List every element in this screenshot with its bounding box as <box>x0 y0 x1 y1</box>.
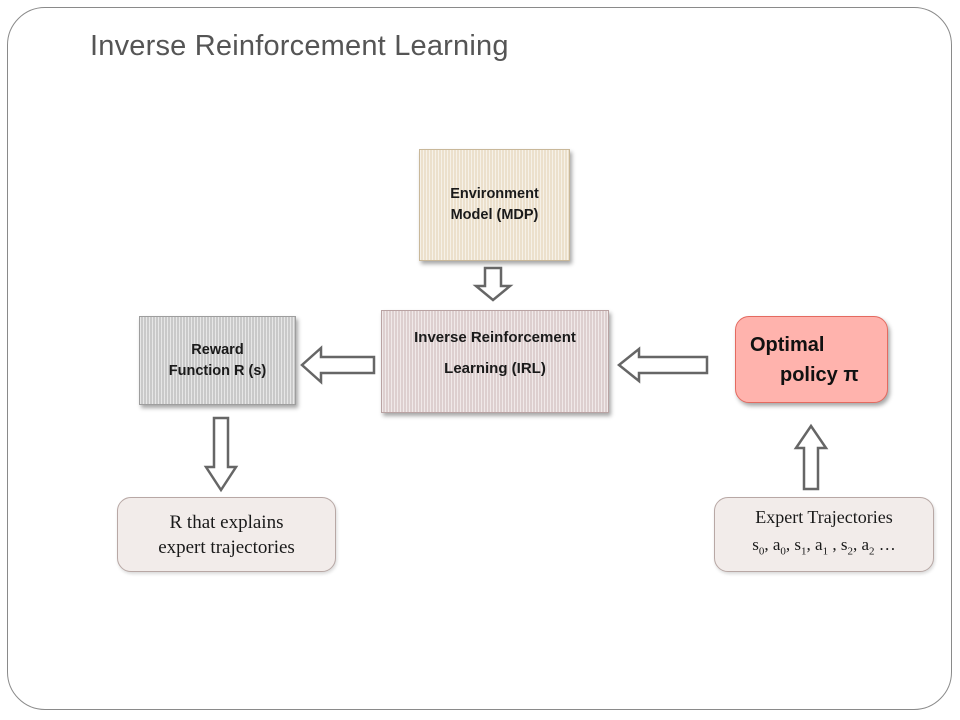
irl-line2: Learning (IRL) <box>444 359 546 377</box>
trajectory-term: a0 <box>772 535 786 558</box>
r-explains-line2: expert trajectories <box>158 536 295 558</box>
environment-line2: Model (MDP) <box>450 207 539 223</box>
optimal-policy-node: Optimal policy π <box>735 316 888 403</box>
reward-line2: Function R (s) <box>168 362 267 379</box>
arrow-left-irl-to-reward <box>300 345 376 385</box>
environment-model-node: Environment Model (MDP) <box>419 149 570 261</box>
arrow-left-policy-to-irl <box>616 346 709 384</box>
arrow-down-env-to-irl <box>472 266 514 302</box>
trajectory-term: s0 <box>752 535 765 558</box>
slide-title: Inverse Reinforcement Learning <box>90 30 509 62</box>
trajectory-term: s2 <box>840 535 853 558</box>
trajectory-separator: , <box>852 535 862 555</box>
trajectory-separator: , <box>828 535 841 555</box>
expert-trajectories-node: Expert Trajectories s0, a0, s1, a1 , s2,… <box>714 497 934 572</box>
reward-line1: Reward <box>191 341 244 358</box>
irl-node: Inverse Reinforcement Learning (IRL) <box>381 310 609 413</box>
trajectory-separator: , <box>806 535 816 555</box>
arrow-down-reward-to-r <box>203 416 239 493</box>
arrow-up-expert-to-policy <box>793 423 829 491</box>
environment-line1: Environment <box>450 186 539 202</box>
r-explains-node: R that explains expert trajectories <box>117 497 336 572</box>
reward-function-node: Reward Function R (s) <box>139 316 296 405</box>
r-explains-line1: R that explains <box>169 511 284 533</box>
trajectory-term: a2 <box>861 535 875 558</box>
trajectory-separator: , <box>764 535 773 555</box>
expert-line1: Expert Trajectories <box>755 507 893 528</box>
trajectory-separator: … <box>874 535 896 555</box>
policy-line1: Optimal <box>750 333 825 356</box>
trajectory-term: a1 <box>815 535 829 558</box>
expert-sequence: s0, a0, s1, a1 , s2, a2 … <box>752 531 896 565</box>
trajectory-separator: , <box>785 535 795 555</box>
trajectory-term: s1 <box>794 535 807 558</box>
policy-line2: policy π <box>780 363 859 386</box>
irl-line1: Inverse Reinforcement <box>414 328 576 346</box>
